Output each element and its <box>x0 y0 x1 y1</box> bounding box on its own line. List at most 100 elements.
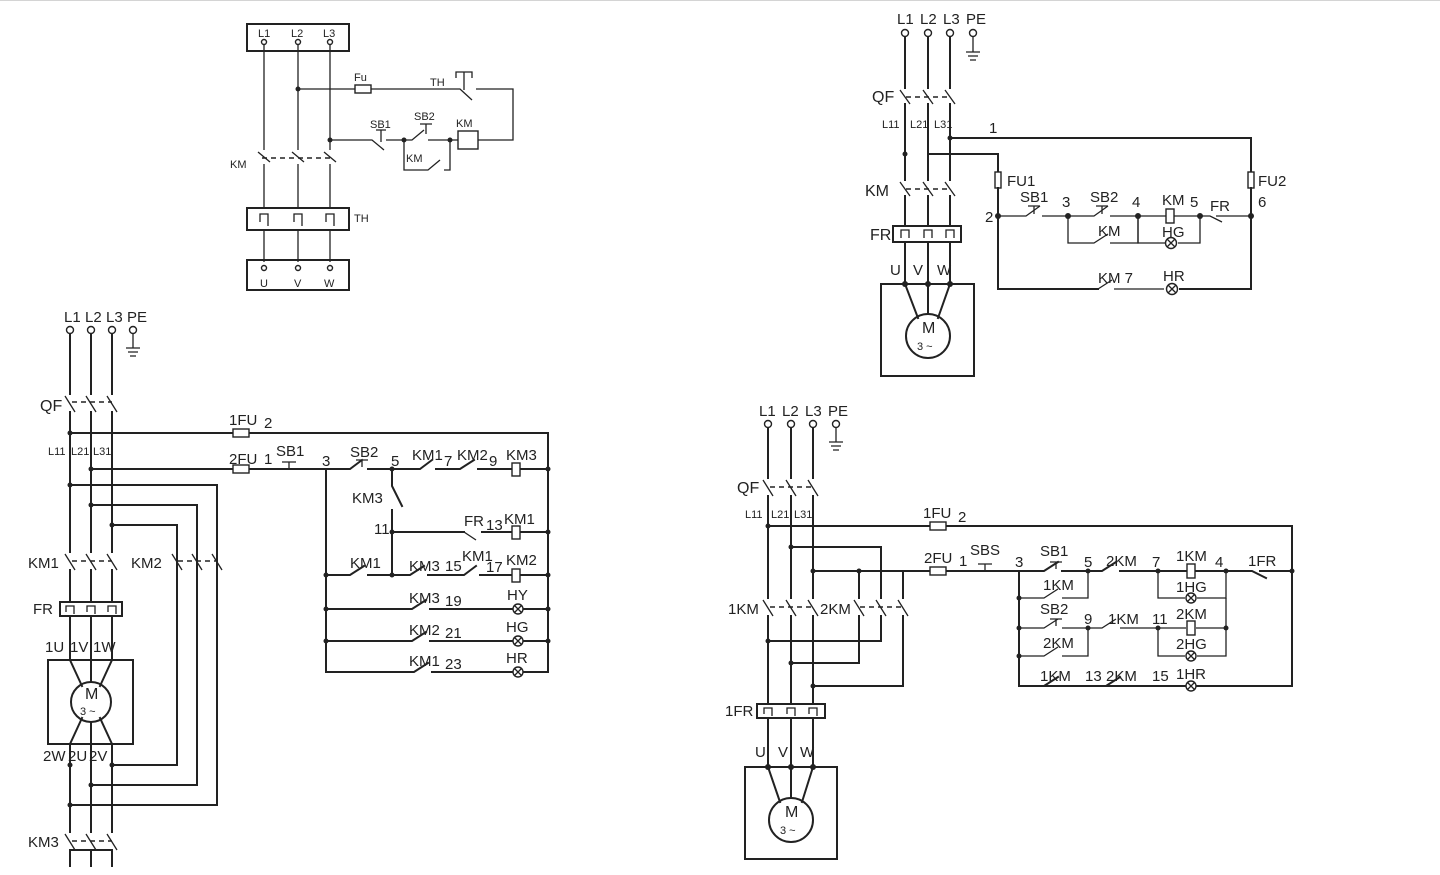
control-feeds <box>927 137 1252 173</box>
motor-bottom-label-2v: 2V <box>89 748 107 765</box>
breaker-contacts <box>762 479 819 497</box>
supply-label-l1: L1 <box>258 28 270 40</box>
r1-1fr-label: 1FR <box>1248 553 1277 570</box>
r3-km2-label: KM2 <box>506 552 537 569</box>
hold-contact-label: KM <box>1098 223 1121 240</box>
supply-label-l3: L3 <box>805 403 822 420</box>
overload-label: FR <box>870 227 891 244</box>
overload-block <box>59 601 123 617</box>
motor-feed <box>767 717 814 768</box>
sbs-symbol <box>978 563 992 571</box>
breaker-contacts <box>64 395 118 413</box>
main-contact-label: KM <box>230 159 247 171</box>
r2-n11: 11 <box>374 521 390 538</box>
motor-leads <box>903 282 952 320</box>
supply-lines <box>767 427 814 479</box>
control-loop <box>997 187 1252 290</box>
rung-4 <box>325 598 549 610</box>
km2-label: 2KM <box>820 601 851 618</box>
km2-feeds <box>176 484 218 553</box>
r3-km1-label: KM1 <box>350 555 381 572</box>
sb2-label: SB2 <box>350 444 378 461</box>
line-label-l21: L21 <box>71 446 89 458</box>
power-lines-lower <box>263 164 331 208</box>
fu2-label: 2FU <box>924 550 952 567</box>
coil-km1 <box>511 525 521 540</box>
output-label-u: U <box>890 262 901 279</box>
motor-feed <box>69 615 113 661</box>
motor-label: M <box>785 804 798 821</box>
motor-leads <box>68 658 114 746</box>
contactor-coil <box>1165 208 1175 224</box>
km1-contacts <box>762 599 819 617</box>
hold-contact-label: KM <box>406 153 423 165</box>
sb1-symbol <box>1050 561 1062 569</box>
r3-n17: 17 <box>486 559 503 576</box>
star-point <box>69 849 113 867</box>
sb2-symbol <box>1096 205 1108 214</box>
node-3: 3 <box>1015 554 1023 571</box>
line-label-l31: L31 <box>934 119 952 131</box>
rung-5 <box>325 630 549 642</box>
hold-1km-branch <box>1019 571 1089 599</box>
km3-label: KM3 <box>28 834 59 851</box>
km2-label: KM2 <box>131 555 162 572</box>
motor-sub-label: 3 ~ <box>780 825 796 837</box>
output-terminal-block <box>246 259 350 291</box>
motor-label: M <box>922 320 935 337</box>
sb2-label: SB2 <box>1090 189 1118 206</box>
node-5: 5 <box>1190 194 1198 211</box>
line-label-l21: L21 <box>910 119 928 131</box>
fuse-2fu <box>929 566 947 576</box>
control-line-top <box>298 88 514 141</box>
power-lines <box>904 103 951 181</box>
output-label-u: U <box>260 278 268 290</box>
r4-km3-label: KM3 <box>409 590 440 607</box>
r3-2km-label: 2KM <box>1106 668 1137 685</box>
line-label-l11: L11 <box>745 509 763 521</box>
r1-n7: 7 <box>444 453 452 470</box>
motor-leads <box>766 765 815 804</box>
r1-km2-label: KM2 <box>457 447 488 464</box>
sb2-symbol <box>356 459 368 467</box>
lamp-2hg-branch <box>1157 628 1227 657</box>
fuse-1fu <box>232 428 250 438</box>
sbs-label: SBS <box>970 542 1000 559</box>
fr-contact-label: FR <box>1210 198 1230 215</box>
r3-n15: 15 <box>445 558 462 575</box>
terminal-l1 <box>260 38 268 46</box>
motor-bottom-label-2u: 2U <box>68 748 87 765</box>
fuse-fu2 <box>1247 171 1255 189</box>
r2-2km-label: 2KM <box>1176 606 1207 623</box>
hold-2km-branch <box>1019 628 1089 657</box>
node-4: 4 <box>1215 554 1223 571</box>
coil-1km <box>1186 563 1196 579</box>
motor-sub-label: 3 ~ <box>917 341 933 353</box>
line-label-l11: L11 <box>48 446 66 458</box>
power-lines-lower <box>904 195 951 227</box>
output-lines <box>263 230 331 262</box>
fr-contact-line <box>1174 215 1251 223</box>
r6-hr-label: HR <box>506 650 528 667</box>
output-label-v: V <box>294 278 302 290</box>
rung-1 <box>325 458 549 673</box>
diagram-a-simple-starter: L1 L2 L3 KM TH U V W Fu TH SB1 SB2 KM KM <box>230 23 514 291</box>
terminal-w <box>326 264 334 272</box>
fu2-label: 2FU <box>229 451 257 468</box>
r3-1hr-label: 1HR <box>1176 666 1206 683</box>
ground-symbol <box>126 334 140 357</box>
motor-symbol <box>905 313 951 359</box>
motor-feed <box>904 241 951 285</box>
sb2-symbol <box>1050 618 1062 626</box>
motor-symbol <box>768 797 814 843</box>
r5-hg-label: HG <box>506 619 529 636</box>
supply-lines <box>904 36 951 89</box>
r4-n19: 19 <box>445 593 462 610</box>
node-15: 15 <box>1152 668 1169 685</box>
node-1: 1 <box>989 120 997 137</box>
hold-contact-circuit <box>403 140 451 171</box>
r3-km3-label: KM3 <box>409 558 440 575</box>
sb2-symbol <box>420 123 432 134</box>
km2-contacts <box>853 599 909 617</box>
fuse-2fu <box>232 464 250 474</box>
